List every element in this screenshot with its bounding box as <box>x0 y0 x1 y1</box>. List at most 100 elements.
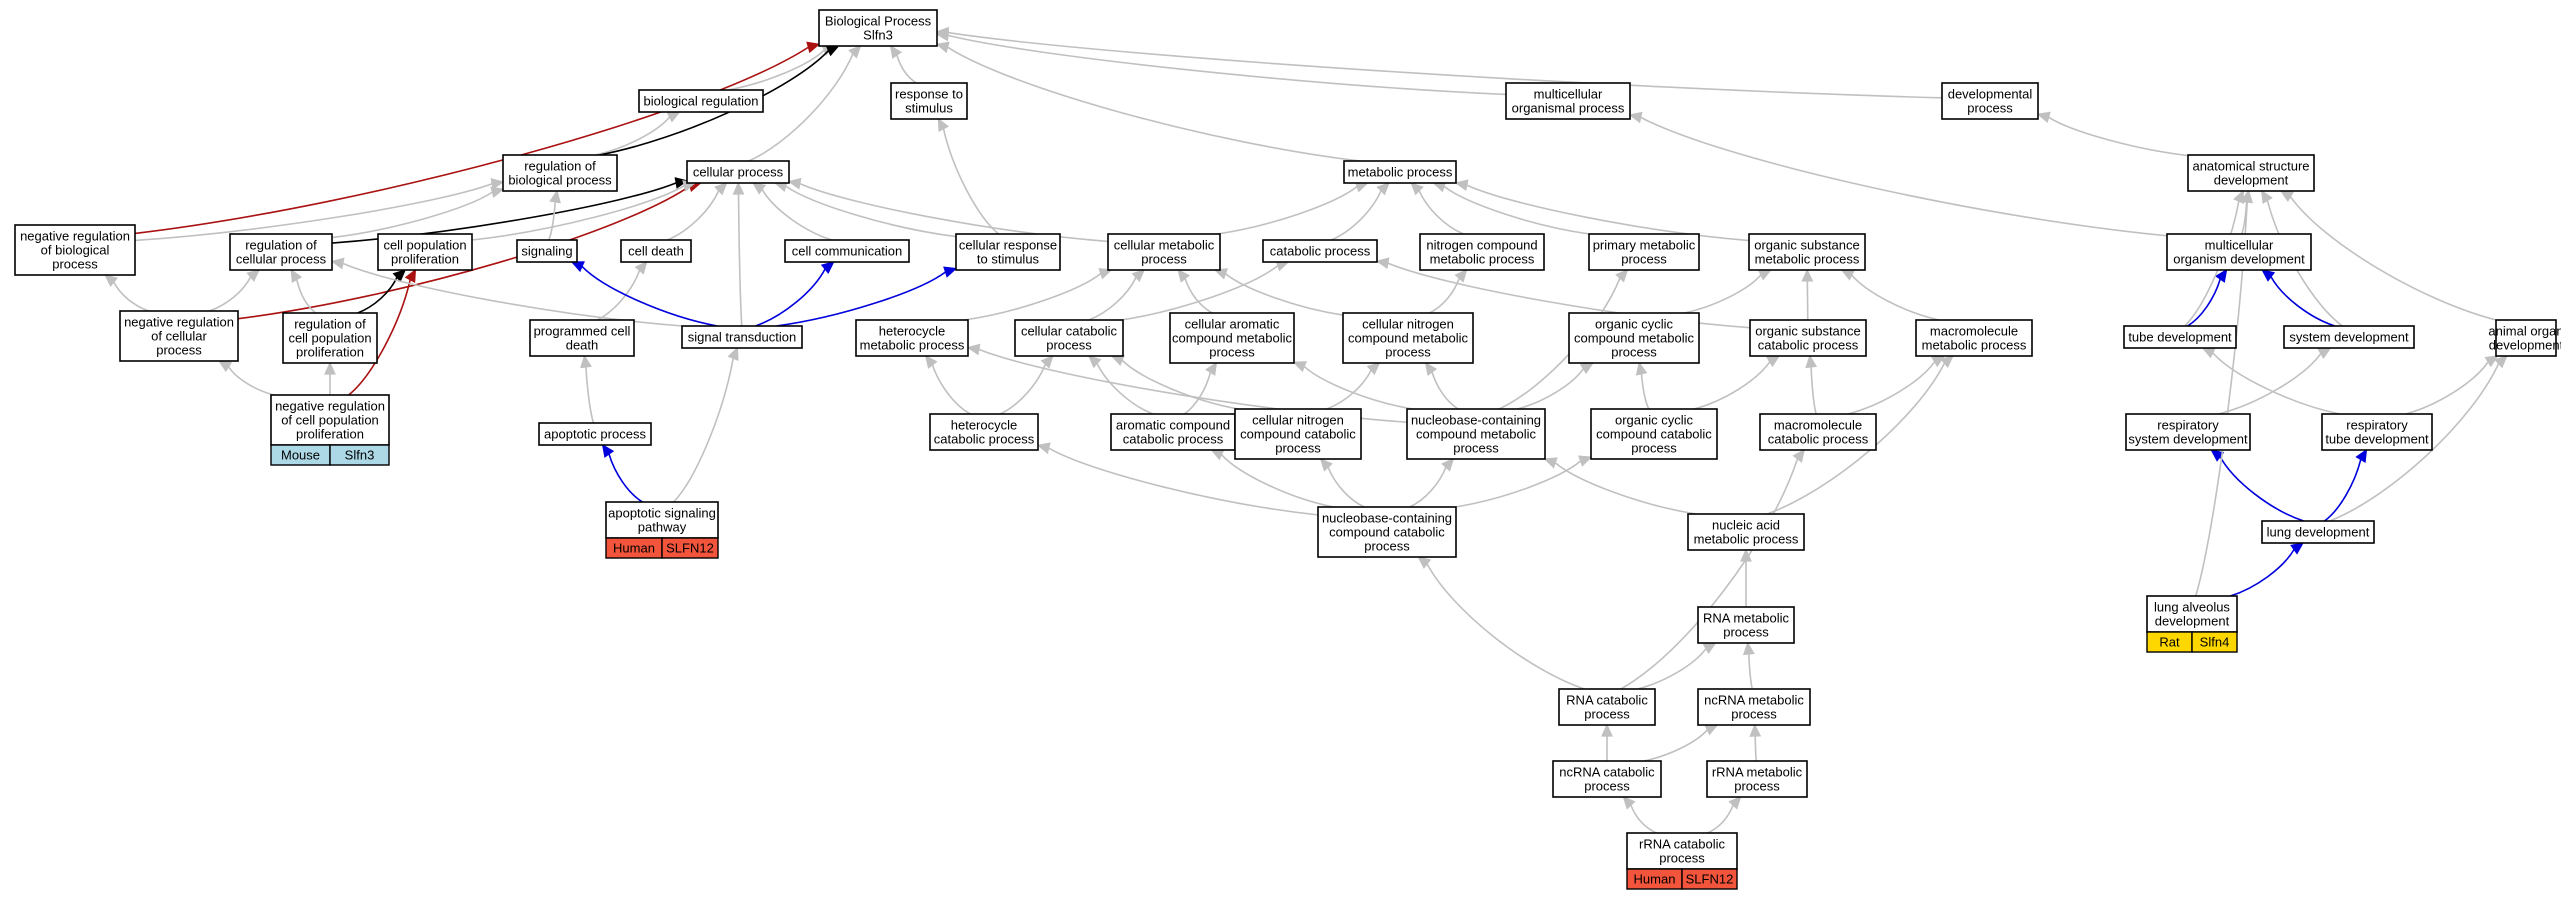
edge-line <box>1120 264 1279 321</box>
node-label-line: process <box>1141 252 1187 267</box>
go-term-node-celldeath[interactable]: cell death <box>620 239 692 263</box>
go-term-node-metproc[interactable]: metabolic process <box>1343 160 1457 184</box>
edge-line <box>1121 359 1239 410</box>
go-term-node-apoproc[interactable]: apoptotic process <box>538 422 652 446</box>
node-label-line: cellular metabolic <box>1114 238 1215 253</box>
node-label-line: signal transduction <box>688 330 796 345</box>
edge-arrowhead <box>1376 181 1390 196</box>
node-label-line: process <box>1209 345 1255 360</box>
edge-line <box>1418 190 1464 235</box>
edge-line <box>785 185 957 238</box>
edge-arrowhead <box>290 268 303 284</box>
edge-line <box>2266 200 2343 327</box>
go-term-node-catproc[interactable]: catabolic process <box>1262 239 1378 263</box>
node-label-line: nucleobase-containing <box>1411 413 1541 428</box>
edge-line <box>755 268 826 327</box>
go-term-node-tubedev[interactable]: tube development <box>2123 325 2237 349</box>
node-box <box>2125 413 2251 451</box>
go-term-node-cellproc[interactable]: cellular process <box>686 160 790 184</box>
node-label-line: process <box>1631 441 1677 456</box>
edge-line <box>1429 278 1461 314</box>
go-term-node-lungdev[interactable]: lung development <box>2261 520 2375 544</box>
node-label-line: process <box>1364 539 1410 554</box>
edge-arrowhead <box>246 269 261 282</box>
node-box <box>784 239 910 263</box>
edge-line <box>134 183 493 242</box>
edge-arrowhead <box>601 443 615 458</box>
edge-line <box>471 185 685 241</box>
edge-cellresp-to-respstim <box>937 117 1000 235</box>
edge-cellmet-to-cellproc <box>787 177 1109 243</box>
node-label-line: multicellular <box>1534 87 1603 102</box>
edge-line <box>2270 276 2336 327</box>
go-term-node-signaling[interactable]: signaling <box>516 239 578 263</box>
edge-cellcat-to-cellmet <box>1088 269 1146 321</box>
edge-arrowhead <box>2355 448 2368 464</box>
go-term-node-sysdev[interactable]: system development <box>2283 325 2415 349</box>
edge-arrowhead <box>666 111 681 123</box>
edge-arrowhead <box>549 189 561 204</box>
edge-rnacat-to-rnamet <box>1637 642 1717 690</box>
node-label-line: cell communication <box>792 244 903 259</box>
node-label-line: metabolic process <box>1348 165 1453 180</box>
node-box <box>2166 233 2312 271</box>
edge-line <box>748 53 854 162</box>
node-label-line: macromolecule <box>1774 418 1862 433</box>
edge-arrowhead <box>889 44 903 59</box>
go-term-node-bioreg[interactable]: biological regulation <box>638 89 764 113</box>
gene-label: Slfn3 <box>345 448 375 463</box>
node-label-line: biological regulation <box>644 94 759 109</box>
edge-macrocat-to-macromet <box>1847 355 1946 415</box>
edge-arrowhead <box>787 177 802 190</box>
edge-line <box>1707 804 1734 834</box>
go-term-node-sigtrans[interactable]: signal transduction <box>681 325 803 349</box>
go-term-node-cellcomm[interactable]: cell communication <box>784 239 910 263</box>
